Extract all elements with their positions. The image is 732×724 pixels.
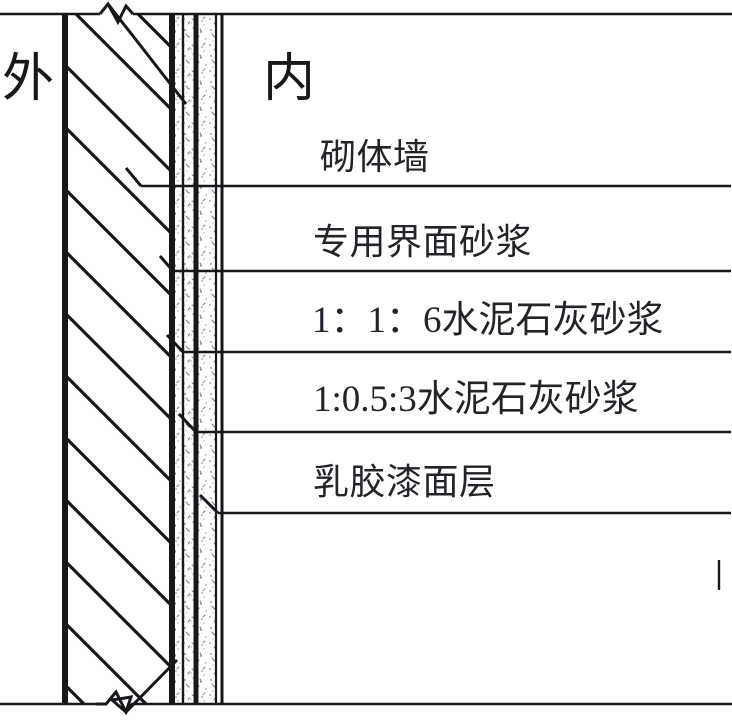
finish-mortar-fill	[196, 14, 216, 704]
section-extent-lines	[0, 12, 732, 706]
annotation-label-cement-lime-1053: 1:0.5:3水泥石灰砂浆	[313, 379, 639, 420]
layer-boundary-lines	[62, 14, 224, 704]
leader-pickups	[124, 167, 220, 515]
annotation-label-interface-mortar: 专用界面砂浆	[313, 222, 533, 262]
annotation-label-masonry-wall: 砌体墙	[320, 137, 430, 177]
annotation-label-cement-lime-116: 1：1：6水泥石灰砂浆	[312, 300, 664, 341]
interior-side-label: 内	[263, 51, 316, 108]
exterior-side-label: 外	[2, 51, 55, 108]
top-break-line	[98, 1, 188, 105]
annotation-label-latex-paint: 乳胶漆面层	[313, 462, 496, 502]
masonry-wall-hatch	[65, 14, 172, 704]
paint-layer-fill	[216, 14, 222, 704]
bottom-break-line	[96, 658, 179, 716]
interface-mortar-fill	[172, 14, 183, 704]
leader-lines	[141, 184, 731, 515]
layer-fills	[65, 14, 222, 704]
